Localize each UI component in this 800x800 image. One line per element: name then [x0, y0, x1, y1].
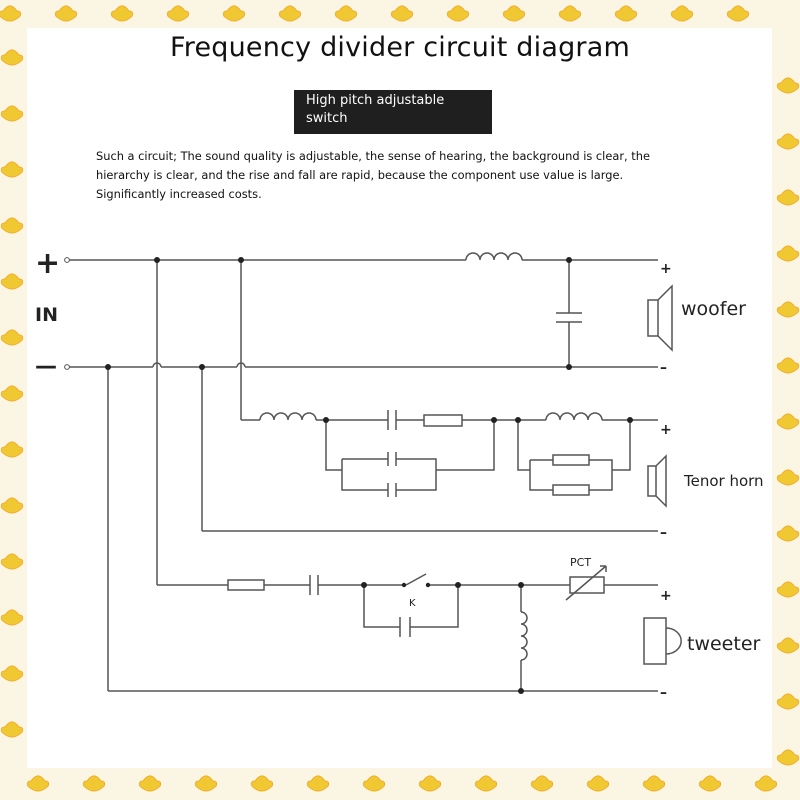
input-label: IN — [35, 304, 58, 326]
tweeter-plus-label: + — [660, 588, 672, 604]
woofer-minus-label: – — [660, 360, 667, 376]
page-title: Frequency divider circuit diagram — [170, 32, 630, 63]
tweeter-label: tweeter — [687, 633, 761, 655]
switch-k-label: K — [409, 598, 416, 609]
tenor-minus-label: – — [660, 525, 667, 541]
gold-ingot-pattern — [0, 5, 800, 792]
woofer-label: woofer — [681, 298, 746, 320]
input-plus-label: + — [35, 246, 60, 281]
tenor-horn-label: Tenor horn — [683, 472, 764, 490]
woofer-plus-label: + — [660, 261, 672, 277]
content-panel — [27, 28, 772, 768]
pct-label: PCT — [570, 556, 591, 569]
tweeter-minus-label: – — [660, 685, 667, 701]
input-minus-label: — — [35, 354, 57, 379]
description-text: Such a circuit; The sound quality is adj… — [96, 149, 650, 201]
switch-caption-box: High pitch adjustable switch — [294, 90, 492, 134]
tenor-plus-label: + — [660, 422, 672, 438]
